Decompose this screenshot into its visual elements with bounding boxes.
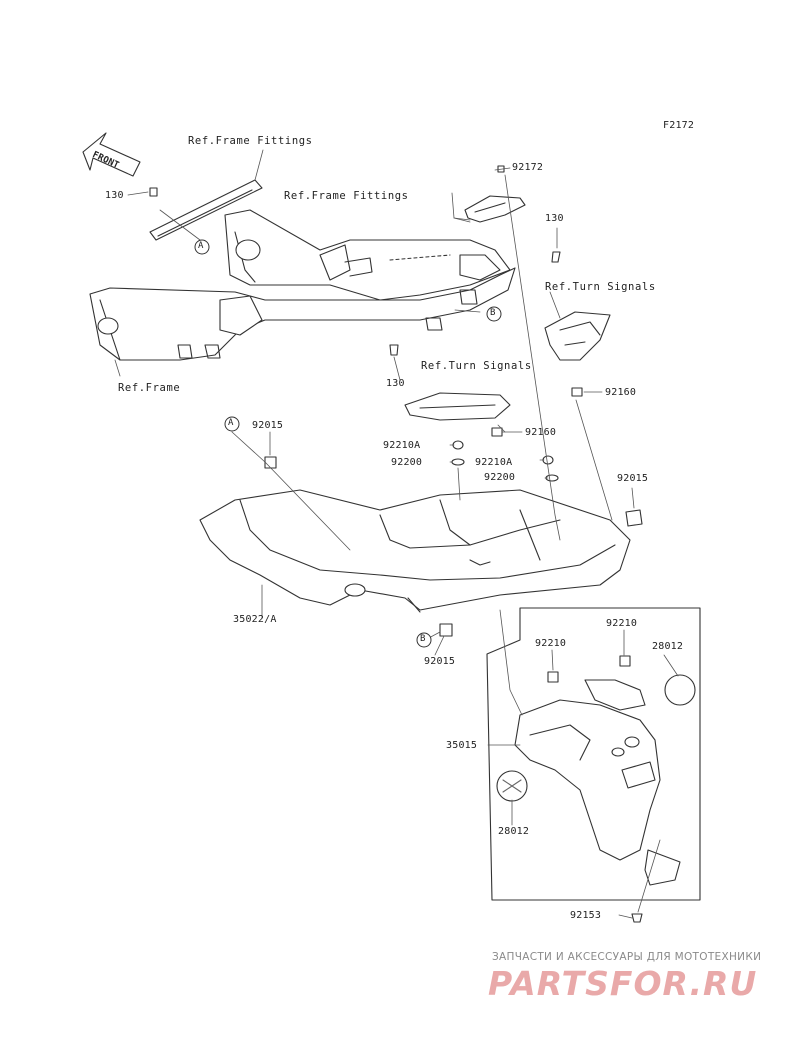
- part-92160-center: 92160: [525, 427, 557, 438]
- part-92200-left: 92200: [391, 457, 423, 468]
- part-92200-right: 92200: [484, 472, 516, 483]
- part-92015-bottom: 92015: [424, 656, 456, 667]
- callout-a-circle-top: [194, 239, 210, 255]
- frame-fittings-bracket: [149, 179, 263, 241]
- figure-code: F2172: [663, 120, 695, 131]
- fender-group-frame: [486, 607, 701, 901]
- part-92015-right: 92015: [617, 473, 649, 484]
- callout-a-top: A: [198, 241, 204, 251]
- part-35015: 35015: [446, 740, 478, 751]
- ref-frame-fittings-mid: Ref.Frame Fittings: [284, 190, 409, 202]
- undertray: [199, 489, 631, 613]
- watermark-tagline: ЗАПЧАСТИ И АКСЕССУАРЫ ДЛЯ МОТОТЕХНИКИ: [492, 951, 762, 963]
- part-28012-bottom: 28012: [498, 826, 530, 837]
- reflector-28012-bottom: [496, 770, 528, 802]
- part-92172: 92172: [512, 162, 544, 173]
- part-92210-left: 92210: [535, 638, 567, 649]
- part-92015-left: 92015: [252, 420, 284, 431]
- part-35022a: 35022/A: [233, 614, 277, 625]
- part-92153: 92153: [570, 910, 602, 921]
- ref-frame: Ref.Frame: [118, 382, 181, 394]
- callout-a-left: A: [228, 418, 234, 428]
- frame-fittings-bracket-mid: [464, 195, 526, 223]
- ref-turn-signals-center: Ref.Turn Signals: [421, 360, 532, 372]
- reflector-28012-top: [664, 674, 696, 706]
- callout-a-circle-left: [224, 416, 240, 432]
- rear-frame: [89, 209, 516, 361]
- callout-b-bottom: B: [420, 634, 426, 644]
- part-130-bottom: 130: [386, 378, 405, 389]
- part-92160-right: 92160: [605, 387, 637, 398]
- callout-b-mid: B: [490, 308, 496, 318]
- part-92210a-right: 92210A: [475, 457, 513, 468]
- callout-b-circle-bottom: [416, 632, 432, 648]
- rear-fender: [514, 679, 681, 886]
- callout-b-circle-mid: [486, 306, 502, 322]
- part-130-top: 130: [105, 190, 124, 201]
- leader-lines: [114, 149, 679, 919]
- part-92210a-left: 92210A: [383, 440, 421, 451]
- ref-turn-signals-right: Ref.Turn Signals: [545, 281, 656, 293]
- front-arrow-icon: [82, 132, 141, 177]
- part-28012-top: 28012: [652, 641, 684, 652]
- part-92210-right: 92210: [606, 618, 638, 629]
- turn-signal-right: [544, 311, 611, 361]
- watermark-brand: PARTSFOR.RU: [488, 964, 758, 1003]
- turn-signal-center: [404, 392, 511, 421]
- ref-frame-fittings-top: Ref.Frame Fittings: [188, 135, 313, 147]
- part-130-right: 130: [545, 213, 564, 224]
